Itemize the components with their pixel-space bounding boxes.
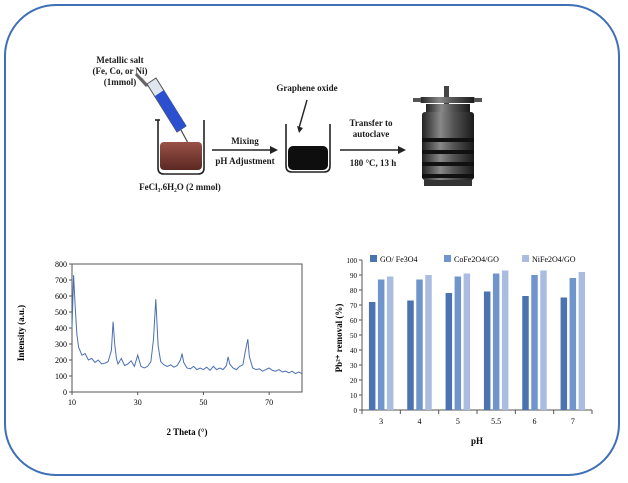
xrd-chart: Intensity (a.u.) 2 Theta (°) 0 100 200 300 4… (16, 260, 303, 437)
bar-y-tick-label: 40 (350, 347, 358, 355)
bar (407, 300, 414, 410)
bar-y-tick-label: 60 (350, 317, 358, 325)
xrd-x-tick-label: 30 (134, 398, 142, 407)
xrd-y-tick-label: 300 (55, 340, 67, 349)
metallic-salt-label: Metallic salt (Fe, Co, or Ni) (1mmol) (92, 55, 148, 87)
transfer-label: Transfer to autoclave (349, 118, 393, 139)
transfer-arrow (340, 146, 406, 154)
xrd-plot-frame (71, 263, 303, 393)
mixing-label: Mixing (231, 136, 259, 146)
mixing-arrow (212, 146, 278, 154)
bar-y-tick-label: 20 (350, 377, 358, 385)
xrd-series-line (71, 275, 303, 375)
legend-label: GO/ Fe3O4 (380, 255, 418, 264)
autoclave-icon (413, 86, 482, 186)
bar (522, 296, 529, 410)
xrd-x-axis-label: 2 Theta (°) (167, 427, 208, 437)
bar-y-tick-label: 80 (350, 287, 358, 295)
legend-label: NiFe2O4/GO (532, 255, 576, 264)
bar (492, 273, 500, 410)
graphene-oxide-label: Graphene oxide (276, 83, 338, 93)
syringe-icon (134, 72, 189, 144)
xrd-y-tick-label: 400 (55, 324, 67, 333)
synthesis-scheme (134, 72, 482, 186)
xrd-x-tick-label: 70 (265, 398, 273, 407)
rounded-frame (4, 4, 620, 476)
xrd-y-tick-label: 700 (55, 276, 67, 285)
bar (578, 272, 586, 410)
xrd-y-tick-label: 800 (55, 260, 67, 269)
bar (501, 270, 509, 410)
bar-y-tick-label: 100 (347, 257, 358, 265)
bar (569, 278, 577, 410)
bar-category-label: 7 (571, 417, 575, 426)
bar (531, 275, 538, 410)
bar-y-axis-label: Pb²⁺ removal (%) (334, 304, 344, 373)
bar-category-label: 5.5 (491, 417, 501, 426)
bar (463, 273, 471, 410)
conditions-label: 180 °C, 13 h (349, 158, 397, 168)
bar (483, 291, 491, 410)
legend-swatch (370, 255, 377, 262)
bar (560, 297, 568, 410)
bar (425, 275, 432, 410)
xrd-y-axis-label: Intensity (a.u.) (16, 305, 26, 361)
xrd-y-tick-label: 200 (55, 356, 67, 365)
bar (454, 276, 462, 410)
bar-category-label: 5 (456, 417, 460, 426)
xrd-x-tick-label: 10 (68, 398, 76, 407)
bar-x-axis-label: pH (471, 436, 483, 446)
legend-swatch (522, 255, 529, 262)
bar (377, 279, 385, 410)
bar-y-tick-label: 0 (354, 407, 358, 415)
bar-category-label: 4 (418, 417, 422, 426)
ph-adjustment-label: pH Adjustment (215, 156, 275, 166)
bar-category-label: 6 (533, 417, 537, 426)
bar-y-tick-label: 30 (350, 362, 358, 370)
bar-category-label: 3 (379, 417, 383, 426)
bar (416, 279, 423, 410)
xrd-y-tick-label: 100 (55, 372, 67, 381)
xrd-y-tick-label: 500 (55, 308, 67, 317)
bar (445, 293, 453, 410)
beaker-metal-salt (155, 119, 205, 175)
bar (368, 302, 376, 410)
xrd-y-tick-label: 600 (55, 292, 67, 301)
xrd-x-tick-label: 50 (199, 398, 207, 407)
beaker-graphene-oxide (285, 99, 331, 173)
pb-removal-chart: Pb²⁺ removal (%) pH 0 10 20 30 40 50 60 70 80 90 1… (334, 255, 593, 446)
legend-swatch (444, 255, 451, 262)
bar-y-tick-label: 10 (350, 392, 358, 400)
xrd-y-tick-label: 0 (63, 388, 67, 397)
bar (386, 276, 394, 410)
bar-y-tick-label: 90 (350, 272, 358, 280)
fecl3-label: FeCl₃.6H₂O (2 mmol) (139, 182, 221, 192)
bar-y-tick-label: 50 (350, 332, 358, 340)
bar (540, 270, 547, 410)
bar-y-tick-label: 70 (350, 302, 358, 310)
legend-label: CoFe2O4/GO (454, 255, 499, 264)
